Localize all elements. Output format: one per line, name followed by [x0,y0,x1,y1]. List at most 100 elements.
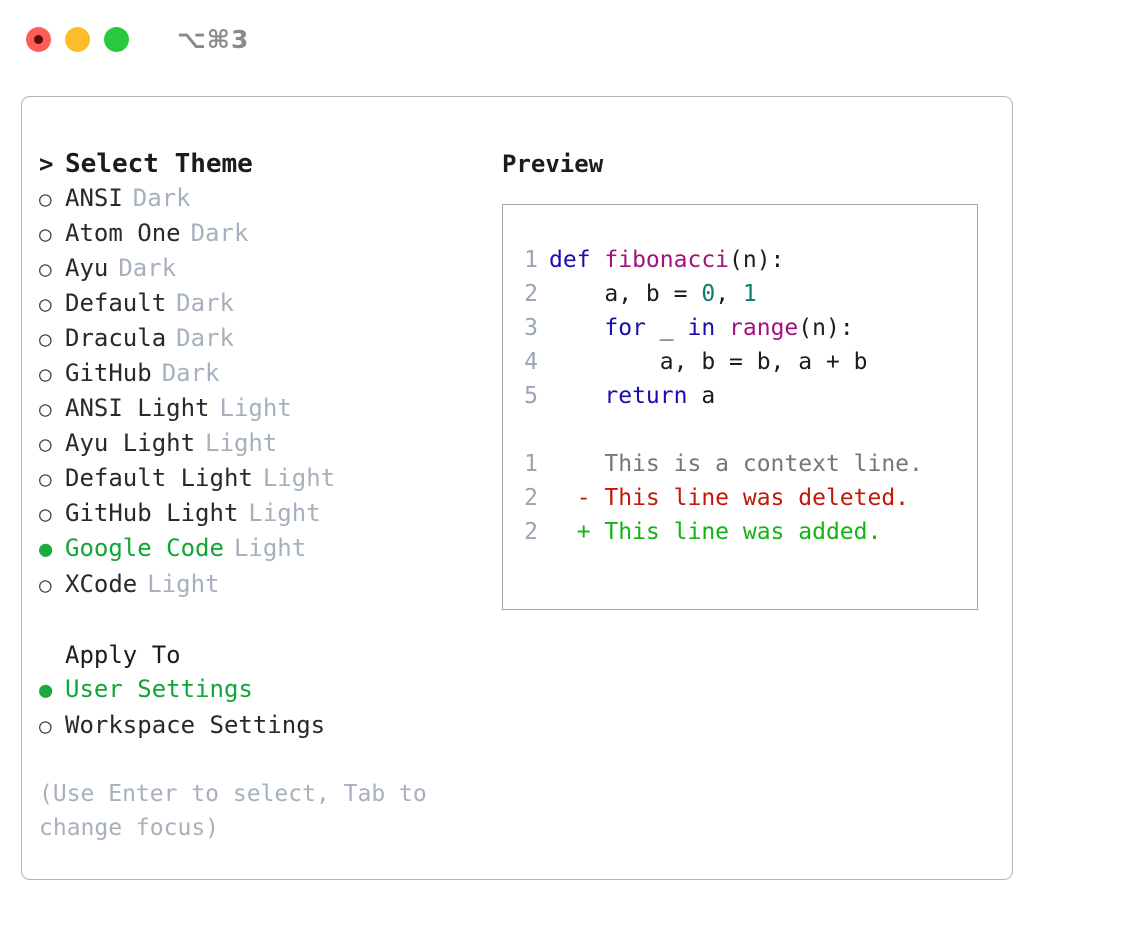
theme-option-variant: Light [205,429,278,457]
theme-option-label: GitHub [65,359,152,387]
theme-option-label: Default Light [65,464,253,492]
code-line: 2 a, b = 0, 1 [503,277,977,311]
close-button[interactable] [26,26,51,52]
apply-to-option-user-settings[interactable]: ●User Settings [39,672,502,708]
apply-to-heading: Apply To [65,641,181,669]
theme-option-ansi-light[interactable]: ○ ANSI Light Light [39,391,502,426]
theme-option-label: Ayu Light [65,429,196,457]
theme-option-variant: Light [233,534,307,562]
theme-option-google-code[interactable]: ● Google Code Light [39,531,502,567]
minimize-button[interactable] [65,26,90,52]
radio-selected-icon: ● [39,537,53,562]
diff-sample: 1 This is a context line. 2 - This line w… [503,447,977,549]
apply-to-option-label: Workspace Settings [65,711,326,739]
theme-option-variant: Light [219,394,292,422]
line-number: 2 [524,519,538,545]
diff-line-context: 1 This is a context line. [503,447,977,481]
code-line: 4 a, b = b, a + b [503,345,977,379]
code-token-plain: _ [645,315,688,341]
theme-option-label: Dracula [65,324,167,352]
theme-option-variant: Light [248,499,321,527]
code-token-function: fibonacci [604,247,730,273]
radio-unselected-icon: ○ [39,502,52,526]
apply-to-section: Apply To ●User Settings ○ Workspace Settin… [39,638,502,743]
code-token-number: 1 [742,281,757,307]
diff-line-added: 2 + This line was added. [503,515,977,549]
code-token-number: 0 [701,281,716,307]
page-title: Select Theme [65,149,253,179]
code-line: 3 for _ in range(n): [503,311,977,345]
theme-option-label: GitHub Light [65,499,239,527]
theme-option-label: ANSI Light [65,394,210,422]
code-token-plain: a, b = b, a + b [549,349,868,375]
code-token-plain: a [687,383,716,409]
title-bar: ⌥⌘3 [0,0,1140,78]
apply-to-option-label: User Settings [65,675,253,703]
line-number: 2 [524,281,538,307]
line-number: 4 [524,349,538,375]
theme-option-variant: Light [262,464,336,492]
theme-option-label: XCode [65,570,138,598]
line-number: 1 [524,451,538,477]
theme-option-label: Atom One [65,219,181,247]
radio-unselected-icon: ○ [39,714,52,738]
theme-option-xcode[interactable]: ○ XCode Light [39,567,502,602]
line-number: 2 [524,485,538,511]
theme-option-dracula[interactable]: ○ Dracula Dark [39,321,502,356]
code-line-content: a, b = 0, 1 [549,277,757,311]
code-token-punct: (n): [729,247,785,273]
keyboard-hint-text: (Use Enter to select, Tab to change focu… [39,781,427,841]
radio-unselected-icon: ○ [39,292,52,316]
radio-unselected-icon: ○ [39,222,52,246]
code-token-keyword: for [604,315,646,341]
preview-heading: Preview [502,150,604,178]
line-number: 5 [524,383,538,409]
radio-unselected-icon: ○ [39,397,52,421]
theme-option-github-light[interactable]: ○ GitHub Light Light [39,496,502,531]
apply-to-option-workspace-settings[interactable]: ○ Workspace Settings [39,708,502,743]
code-token-keyword: return [604,383,688,409]
theme-option-variant: Dark [161,359,220,387]
radio-unselected-icon: ○ [39,327,52,351]
code-line-content: return a [549,379,715,413]
code-line: 5 return a [503,379,977,413]
theme-option-variant: Dark [176,289,234,317]
select-theme-heading: > Select Theme [39,147,502,181]
code-token-keyword: in [687,315,716,341]
diff-line-content: + This line was added. [549,519,882,545]
diff-line-content: - This line was deleted. [549,485,910,511]
theme-option-variant: Dark [176,324,234,352]
maximize-button[interactable] [104,26,129,52]
code-token-plain [549,315,604,341]
theme-option-label: Ayu [65,254,109,282]
radio-unselected-icon: ○ [39,573,52,597]
theme-option-default-light[interactable]: ○ Default Light Light [39,461,502,496]
traffic-lights [26,26,129,52]
code-line: 1 def fibonacci(n): [503,243,977,277]
theme-option-label: Google Code [65,534,224,562]
code-token-plain: , [715,281,743,307]
code-token-keyword: def [549,247,605,273]
radio-unselected-icon: ○ [39,257,52,281]
radio-unselected-icon: ○ [39,467,52,491]
line-number: 1 [524,247,538,273]
code-token-plain [549,383,604,409]
apply-to-options-list: ●User Settings ○ Workspace Settings [39,672,502,743]
code-token-plain: a, b = [549,281,702,307]
theme-option-variant: Light [147,570,220,598]
code-line-content: a, b = b, a + b [549,345,868,379]
code-line-content: for _ in range(n): [549,311,853,345]
caret-icon: > [39,150,54,178]
